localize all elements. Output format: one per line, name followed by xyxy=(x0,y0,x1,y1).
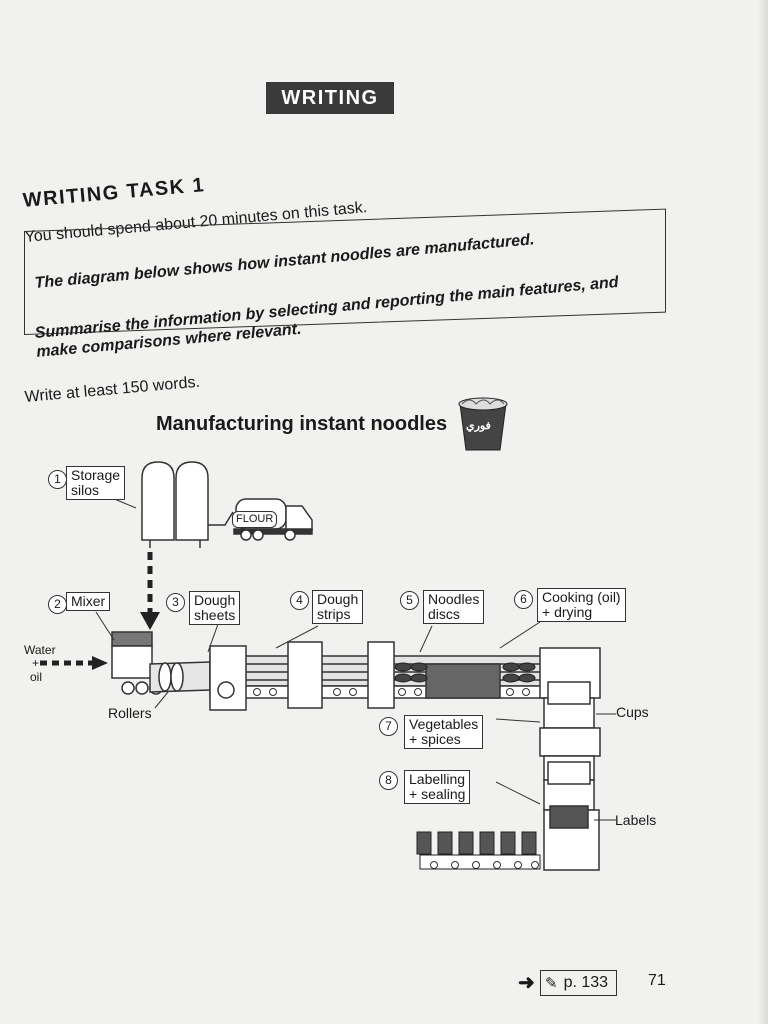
noodle-discs xyxy=(394,662,536,683)
step-7-line2: + spices xyxy=(409,731,461,747)
step-5-number: 5 xyxy=(400,591,419,610)
finished-cups xyxy=(416,831,541,870)
step-1-label: Storage silos xyxy=(66,466,126,500)
step-8-line1: Labelling xyxy=(409,771,466,787)
step-8-line2: + sealing xyxy=(409,786,466,802)
step-6-label: Cooking (oil) + drying xyxy=(537,588,626,622)
step-6-number: 6 xyxy=(514,590,533,609)
noodle-cup-icon xyxy=(458,397,508,451)
page-reference[interactable]: ✎ p. 133 xyxy=(540,970,618,996)
oil-label: oil xyxy=(30,670,43,684)
step-4-line2: strips xyxy=(317,606,351,622)
step-3-label: Dough sheets xyxy=(189,591,241,625)
cup-logo-text: فوري xyxy=(466,420,491,432)
conveyor-rollers xyxy=(253,688,530,696)
step-6-line1: Cooking (oil) xyxy=(542,589,621,605)
step-5-line1: Noodles xyxy=(428,591,480,607)
page-edge xyxy=(758,0,768,1024)
step-3-line1: Dough xyxy=(194,592,236,608)
plus-label: + xyxy=(32,656,40,670)
water-label: Water xyxy=(24,643,56,657)
step-4-label: Dough strips xyxy=(312,590,364,624)
step-4-number: 4 xyxy=(290,591,309,610)
pencil-icon: ✎ xyxy=(545,975,558,992)
output-rollers xyxy=(430,861,539,869)
step-6-line2: + drying xyxy=(542,604,593,620)
page-reference-text: p. 133 xyxy=(563,974,609,991)
cups-label: Cups xyxy=(616,704,649,720)
arrow-right-icon: ➜ xyxy=(518,972,535,994)
page-number: 71 xyxy=(648,972,666,989)
step-7-line1: Vegetables xyxy=(409,716,479,732)
step-2-label: Mixer xyxy=(66,592,111,611)
step-1-line1: Storage xyxy=(71,467,121,483)
storage-silos-drawing xyxy=(141,461,234,548)
step-1-number: 1 xyxy=(48,470,67,489)
step-3-line2: sheets xyxy=(194,607,236,623)
step-8-number: 8 xyxy=(379,771,398,790)
section-banner: WRITING xyxy=(266,82,394,114)
rollers-drawing xyxy=(149,661,211,693)
cup-filling-line xyxy=(539,681,601,871)
step-7-number: 7 xyxy=(379,717,398,736)
tanker-label: FLOUR xyxy=(232,511,278,528)
step-2-number: 2 xyxy=(48,595,67,614)
step-7-label: Vegetables + spices xyxy=(404,715,484,749)
rollers-label: Rollers xyxy=(108,705,152,721)
labels-label: Labels xyxy=(615,812,657,828)
step-4-line1: Dough xyxy=(317,591,359,607)
step-5-line2: discs xyxy=(428,606,460,622)
diagram-title: Manufacturing instant noodles xyxy=(156,413,448,435)
leader-lines xyxy=(95,497,616,821)
step-1-line2: silos xyxy=(71,482,100,498)
step-2-line1: Mixer xyxy=(71,593,106,609)
step-5-label: Noodles discs xyxy=(423,590,485,624)
step-3-number: 3 xyxy=(166,593,185,612)
step-8-label: Labelling + sealing xyxy=(404,770,471,804)
